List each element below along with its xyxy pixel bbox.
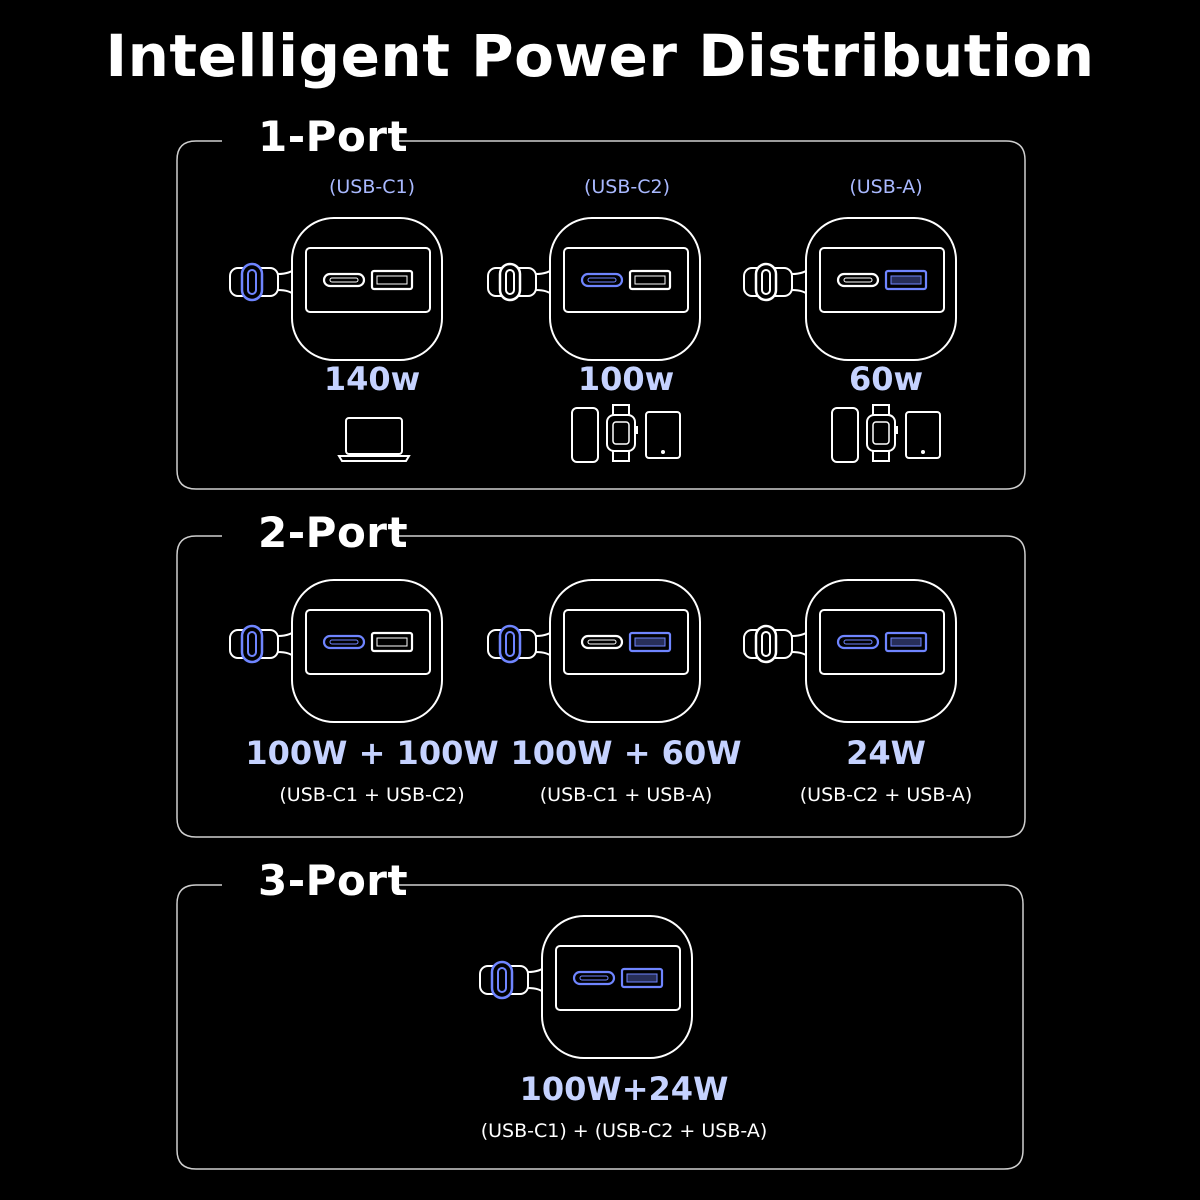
section-1-port: 1-Port (USB-C1) (USB-C2) (USB-A) — [176, 112, 1026, 492]
page-title: Intelligent Power Distribution — [105, 22, 1095, 90]
charger-illustration — [228, 214, 448, 368]
usb-a-port — [884, 631, 928, 653]
charger-illustration — [228, 576, 448, 730]
usb-a-port — [370, 631, 414, 653]
cable-connector — [487, 624, 555, 664]
cable-connector — [229, 624, 297, 664]
port-panel — [819, 247, 945, 313]
wattage-label: 140w — [323, 360, 421, 398]
usb-a-port — [628, 631, 672, 653]
port-panel — [305, 609, 431, 675]
tablet-icon — [645, 411, 681, 459]
charger-illustration — [478, 912, 698, 1066]
usb-c-port — [580, 634, 624, 650]
port-combo-label: (USB-C1 + USB-C2) — [279, 784, 465, 806]
port-combo-label: (USB-C1) + (USB-C2 + USB-A) — [480, 1120, 768, 1142]
section-heading: 1-Port — [258, 112, 409, 161]
section-frame — [176, 884, 1024, 1170]
port-label-usb-c2: (USB-C2) — [583, 176, 671, 198]
section-heading: 3-Port — [258, 856, 409, 905]
usb-a-port — [628, 269, 672, 291]
wattage-label: 60w — [848, 360, 924, 398]
port-panel — [563, 609, 689, 675]
cable-connector — [743, 262, 811, 302]
phone-icon — [831, 407, 859, 463]
port-combo-label: (USB-C1 + USB-A) — [539, 784, 713, 806]
port-panel — [305, 247, 431, 313]
cable-connector — [229, 262, 297, 302]
port-label-usb-c1: (USB-C1) — [328, 176, 416, 198]
usb-c-port — [322, 634, 366, 650]
cable-connector — [743, 624, 811, 664]
cable-connector — [487, 262, 555, 302]
usb-c-port — [580, 272, 624, 288]
port-panel — [555, 945, 681, 1011]
usb-a-port — [884, 269, 928, 291]
section-3-port: 3-Port 100W+24W (USB-C1) + (USB-C2 + USB… — [176, 856, 1026, 1172]
usb-c-port — [572, 970, 616, 986]
wattage-label: 100w — [577, 360, 675, 398]
laptop-icon — [337, 417, 411, 462]
section-2-port: 2-Port — [176, 508, 1026, 840]
section-heading: 2-Port — [258, 508, 409, 557]
port-combo-label: (USB-C2 + USB-A) — [799, 784, 973, 806]
phone-icon — [571, 407, 599, 463]
usb-c-port — [836, 634, 880, 650]
port-panel — [563, 247, 689, 313]
wattage-label: 24W — [846, 734, 926, 772]
usb-c-port — [322, 272, 366, 288]
port-panel — [819, 609, 945, 675]
charger-illustration — [486, 576, 706, 730]
wattage-label: 100W + 100W — [245, 734, 499, 772]
tablet-icon — [905, 411, 941, 459]
watch-icon — [606, 404, 638, 462]
usb-c-port — [836, 272, 880, 288]
wattage-label: 100W+24W — [519, 1070, 729, 1108]
usb-a-port — [620, 967, 664, 989]
section-frame — [176, 535, 1026, 838]
charger-illustration — [742, 214, 962, 368]
charger-illustration — [742, 576, 962, 730]
charger-illustration — [486, 214, 706, 368]
watch-icon — [866, 404, 898, 462]
cable-connector — [479, 960, 547, 1000]
section-frame — [176, 140, 1026, 490]
usb-a-port — [370, 269, 414, 291]
wattage-label: 100W + 60W — [510, 734, 742, 772]
port-label-usb-a: (USB-A) — [849, 176, 923, 198]
